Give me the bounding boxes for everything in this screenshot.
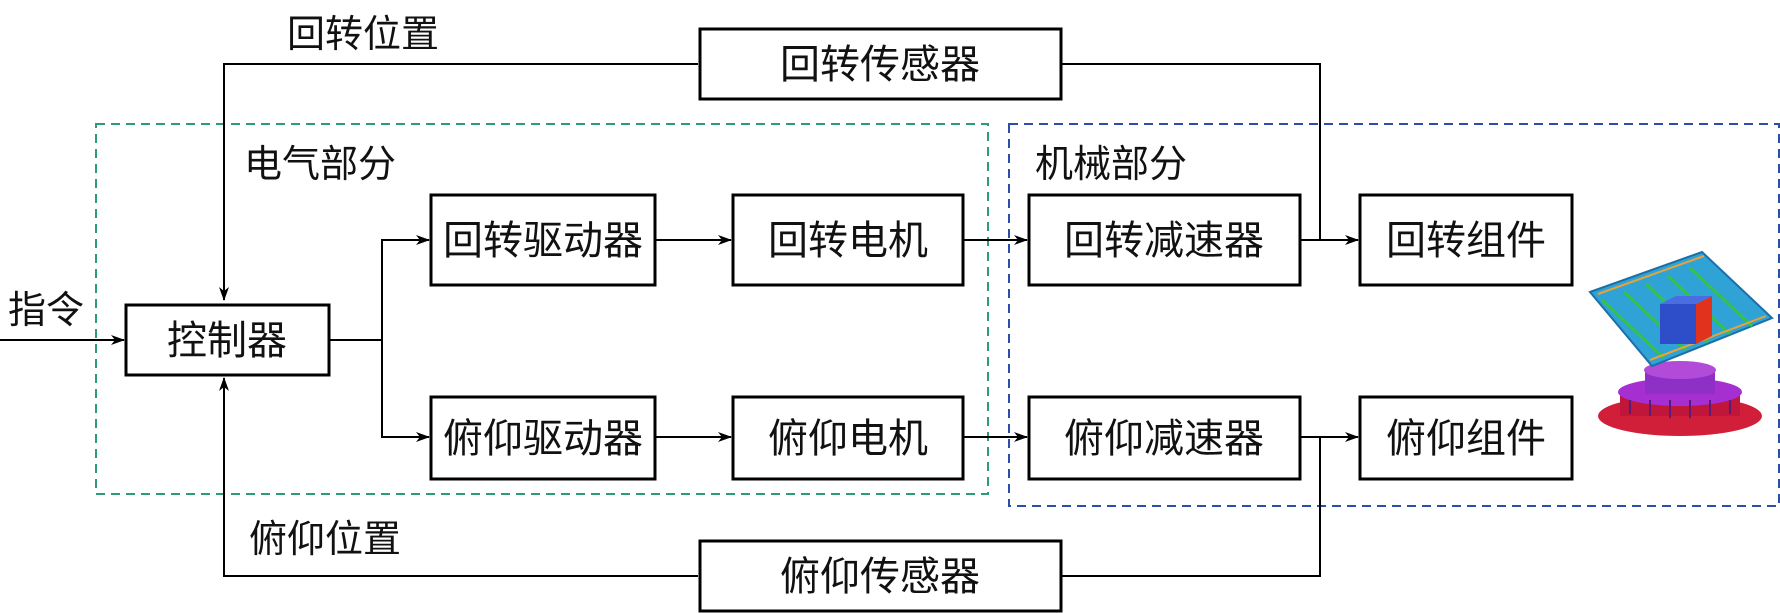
pitch-reducer-block: 俯仰减速器 [1027,395,1302,481]
mechanical-region-label: 机械部分 [1035,142,1187,186]
connection-lines [0,63,1359,577]
input-label: 指令 [8,288,84,332]
pitch-component-label: 俯仰组件 [1386,416,1546,462]
pitch-motor-label: 俯仰电机 [768,416,928,462]
slew-sensor-block: 回转传感器 [698,27,1063,101]
slew-motor-label: 回转电机 [768,218,928,264]
pitch-branch-line [381,340,430,442]
electrical-region-label: 电气部分 [244,142,396,186]
slew-driver-block: 回转驱动器 [429,193,657,287]
controller-block: 控制器 [124,303,331,377]
pitch-position-line [219,377,698,577]
slew-sensor-label: 回转传感器 [780,42,980,88]
pitch-feedback-line [1061,437,1321,577]
pitch-sensor-label: 俯仰传感器 [780,554,980,600]
slew-branch-line [381,235,430,340]
slew-motor-block: 回转电机 [731,193,965,287]
slew-component-block: 回转组件 [1358,193,1574,287]
antenna-model-icon [1588,250,1774,436]
pitch-driver-label: 俯仰驱动器 [443,416,643,462]
controller-label: 控制器 [167,318,287,364]
slew-feedback-line [1061,63,1321,240]
pitch-sensor-block: 俯仰传感器 [698,539,1063,613]
pitch-component-block: 俯仰组件 [1358,395,1574,481]
slew-reducer-label: 回转减速器 [1064,218,1264,264]
mechanical-region [1008,123,1780,507]
slew-position-line [219,63,698,301]
pitch-reducer-label: 俯仰减速器 [1064,416,1264,462]
pitch-motor-block: 俯仰电机 [731,395,965,481]
pitch-position-label: 俯仰位置 [249,517,401,561]
pitch-driver-block: 俯仰驱动器 [429,395,657,481]
slew-component-label: 回转组件 [1386,218,1546,264]
slew-position-label: 回转位置 [287,12,439,56]
slew-reducer-block: 回转减速器 [1027,193,1302,287]
slew-driver-label: 回转驱动器 [443,218,643,264]
